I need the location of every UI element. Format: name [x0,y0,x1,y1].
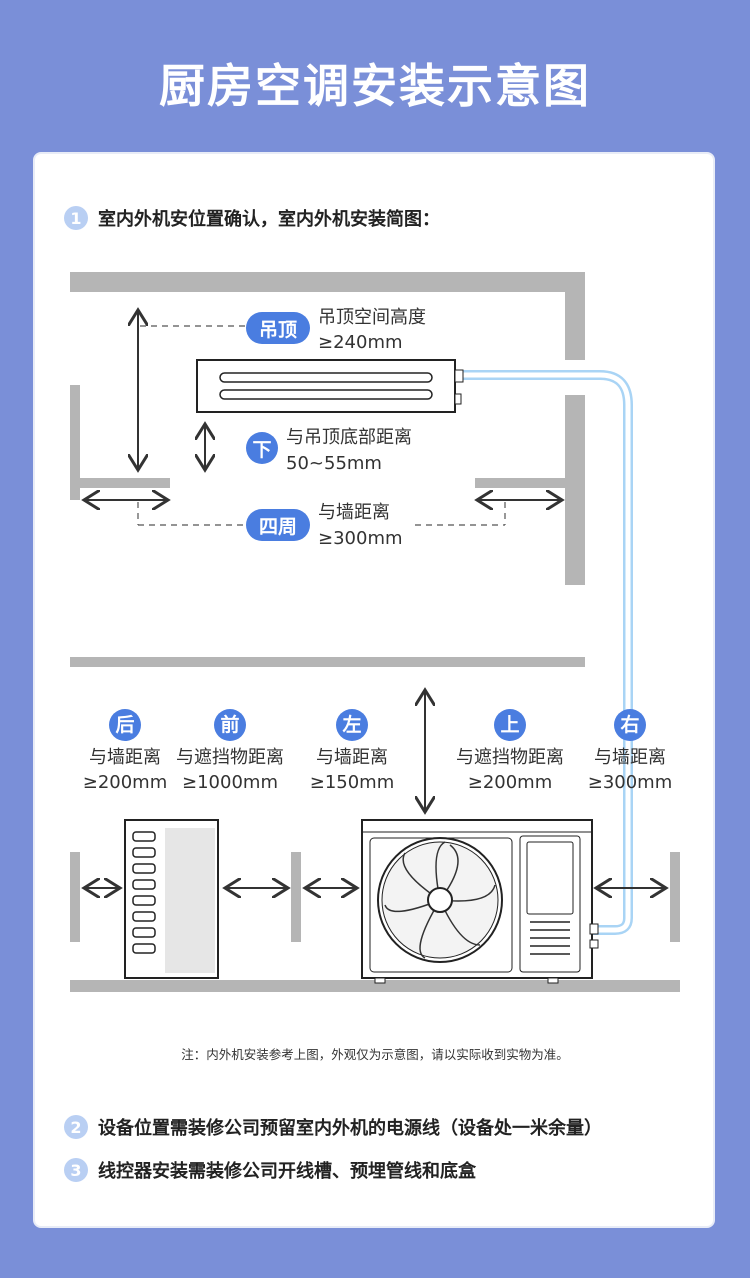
bottom-label: 与吊顶底部距离 [286,427,412,448]
clearance-value: ≥150mm [309,772,395,793]
outdoor-unit-front [361,819,599,984]
step-number: 3 [64,1158,88,1182]
around-value: ≥300mm [318,528,403,549]
bottom-value: 50~55mm [286,453,382,474]
clearance-label: 与墙距离 [89,747,161,768]
bottom-badge: 下 [246,432,278,464]
clearance-top: 上 与遮挡物距离 ≥200mm [440,709,580,795]
ceiling-badge: 吊顶 [246,312,310,344]
outdoor-unit-side [124,819,219,979]
step-text: 设备位置需装修公司预留室内外机的电源线（设备处一米余量） [98,1118,602,1139]
clearance-right: 右 与墙距离 ≥300mm [560,709,700,795]
disclaimer-note: 注：内外机安装参考上图，外观仅为示意图，请以实际收到实物为准。 [181,1047,569,1062]
clearance-label: 与墙距离 [316,747,388,768]
clearance-value: ≥300mm [587,772,673,793]
step-number: 1 [64,206,88,230]
clearance-label: 与遮挡物距离 [456,747,564,768]
step-1: 1 室内外机安位置确认，室内外机安装简图： [64,205,440,231]
clearance-badge: 左 [336,709,368,741]
step-text: 线控器安装需装修公司开线槽、预埋管线和底盒 [98,1161,476,1182]
ceiling-value: ≥240mm [318,332,403,353]
clearance-label: 与墙距离 [594,747,666,768]
clearance-label: 与遮挡物距离 [176,747,284,768]
around-badge: 四周 [246,509,310,541]
step-3: 3 线控器安装需装修公司开线槽、预埋管线和底盒 [64,1157,476,1183]
clearance-value: ≥200mm [467,772,553,793]
clearance-value: ≥1000mm [182,772,278,793]
step-number: 2 [64,1115,88,1139]
page-title: 厨房空调安装示意图 [159,59,591,113]
clearance-left: 左 与墙距离 ≥150mm [282,709,422,795]
clearance-back: 后 与墙距离 ≥200mm [55,709,195,795]
clearance-badge: 右 [614,709,646,741]
indoor-unit [196,359,464,413]
step-text: 室内外机安位置确认，室内外机安装简图： [98,209,440,230]
walls [70,272,680,992]
clearance-front: 前 与遮挡物距离 ≥1000mm [160,709,300,795]
clearance-badge: 后 [109,709,141,741]
clearance-value: ≥200mm [82,772,168,793]
step-2: 2 设备位置需装修公司预留室内外机的电源线（设备处一米余量） [64,1114,602,1140]
clearance-badge: 前 [214,709,246,741]
around-label: 与墙距离 [318,502,390,523]
clearance-badge: 上 [494,709,526,741]
ceiling-label: 吊顶空间高度 [318,307,426,328]
